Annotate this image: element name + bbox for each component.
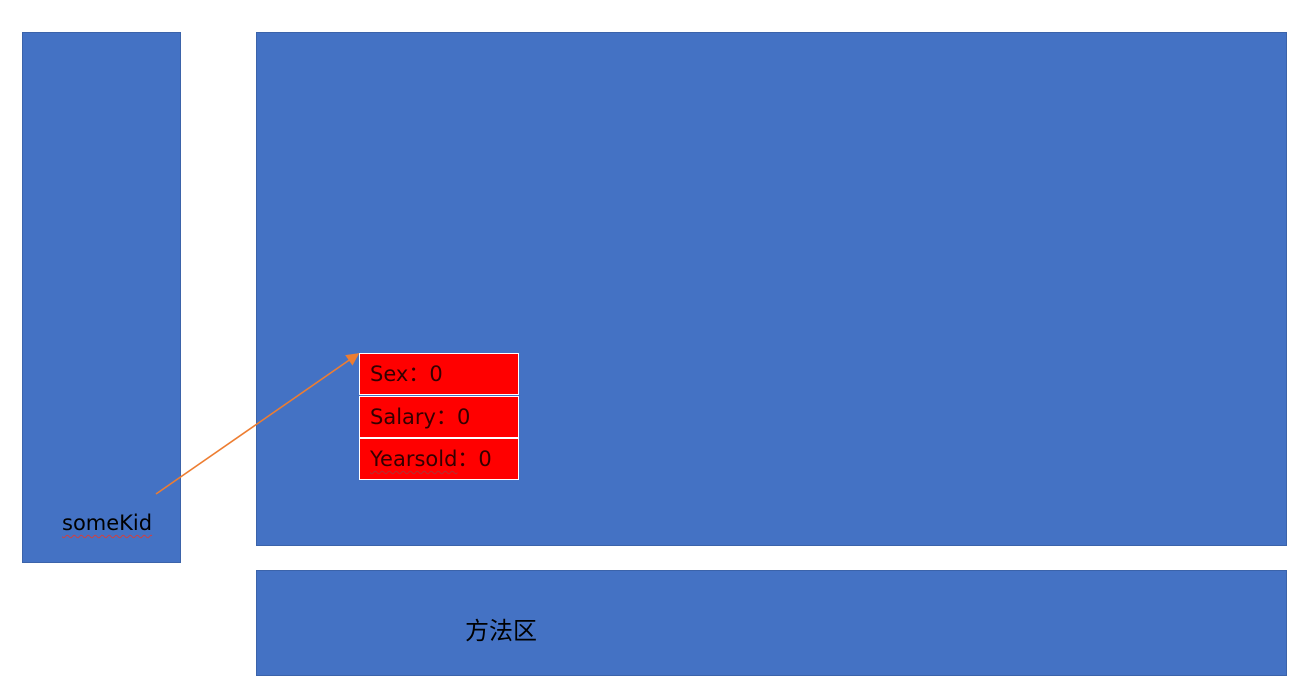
field-value: 0 <box>429 362 443 386</box>
field-separator: ： <box>408 362 430 386</box>
field-name: Yearsold <box>370 447 458 471</box>
field-name: Salary <box>370 405 436 429</box>
stack-area <box>22 32 181 563</box>
object-field-salary: Salary：0 <box>359 396 519 438</box>
field-separator: ： <box>435 405 457 429</box>
field-value: 0 <box>456 405 471 429</box>
method-area-label: 方法区 <box>465 617 537 645</box>
method-area <box>256 570 1287 676</box>
stack-variable-label: someKid <box>62 511 153 535</box>
field-separator: ： <box>457 447 479 471</box>
object-field-sex: Sex：0 <box>359 353 519 395</box>
field-value: 0 <box>478 447 492 471</box>
object-field-yearsold: Yearsold：0 <box>359 438 519 480</box>
field-name: Sex <box>370 362 409 386</box>
